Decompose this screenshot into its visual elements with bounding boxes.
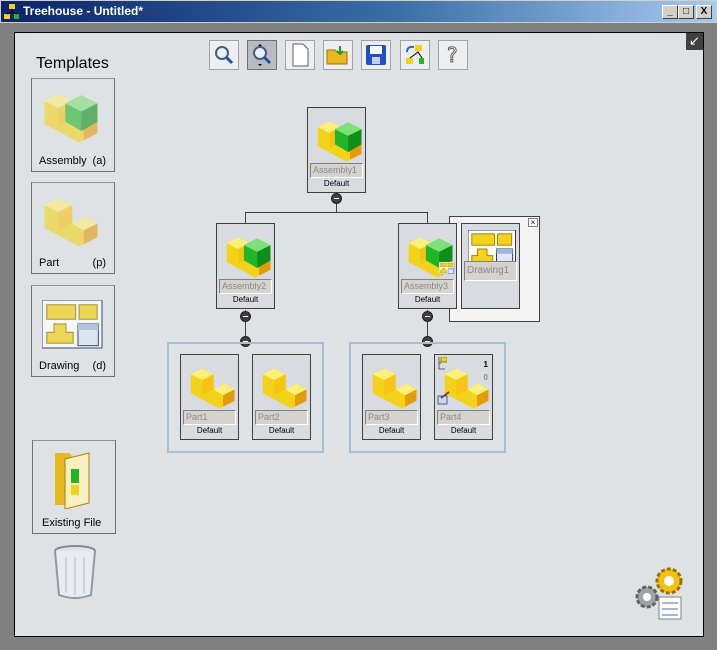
node-config[interactable]: Default — [232, 295, 259, 304]
templates-heading: Templates — [36, 55, 109, 72]
svg-text:?: ? — [447, 44, 458, 66]
new-button[interactable] — [285, 40, 315, 70]
assembly-icon — [223, 230, 273, 280]
node-part1[interactable]: Part1 Default — [180, 354, 239, 440]
node-name[interactable]: Assembly2 — [219, 279, 272, 294]
title-bar[interactable]: Treehouse - Untitled* _ □ X — [0, 0, 717, 23]
template-shortcut: (d) — [92, 360, 106, 372]
save-button[interactable] — [361, 40, 391, 70]
part-icon — [44, 198, 98, 247]
node-config[interactable]: Default — [450, 426, 477, 435]
edit-note-icon — [437, 391, 450, 405]
import-button[interactable] — [400, 40, 430, 70]
minimize-button[interactable]: _ — [662, 5, 678, 19]
template-part[interactable]: Part (p) — [31, 182, 115, 274]
node-config[interactable]: Default — [323, 179, 350, 188]
node-name[interactable]: Drawing1 — [464, 261, 517, 281]
node-config[interactable]: Default — [268, 426, 295, 435]
open-folder-icon — [326, 46, 348, 65]
node-name[interactable]: Part2 — [255, 410, 308, 425]
existing-file-button[interactable]: Existing File — [32, 440, 116, 534]
maximize-button[interactable]: □ — [678, 5, 694, 19]
template-drawing[interactable]: Drawing (d) — [31, 285, 115, 377]
magnifier-icon — [215, 46, 234, 65]
tree-connector — [427, 212, 428, 223]
reference-count-secondary: 0 — [483, 373, 488, 382]
close-button[interactable]: X — [696, 5, 712, 19]
node-drawing1[interactable]: Drawing1 — [461, 223, 520, 309]
settings-gears-icon[interactable] — [633, 565, 687, 621]
window-title: Treehouse - Untitled* — [23, 4, 144, 18]
node-part4[interactable]: 1 0 Part4 Default — [434, 354, 493, 440]
treehouse-app-icon — [4, 4, 19, 19]
tree-connector — [245, 310, 246, 342]
tree-link-icon — [438, 357, 447, 370]
existing-file-label: Existing File — [42, 517, 102, 529]
folder-icon — [55, 452, 90, 509]
node-config[interactable]: Default — [414, 295, 441, 304]
magnifier-pan-icon — [253, 44, 272, 66]
node-config[interactable]: Default — [196, 426, 223, 435]
reference-count: 1 — [483, 360, 488, 369]
node-name[interactable]: Part3 — [365, 410, 418, 425]
drawing-badge-icon — [439, 262, 455, 274]
collapse-toggle[interactable] — [422, 336, 433, 347]
node-name[interactable]: Part4 — [437, 410, 490, 425]
zoom-pan-button[interactable] — [247, 40, 277, 70]
template-label: Drawing — [39, 360, 80, 372]
collapse-toggle[interactable] — [240, 336, 251, 347]
node-assembly2[interactable]: Assembly2 Default — [216, 223, 275, 309]
template-label: Assembly — [39, 155, 87, 167]
new-document-icon — [292, 43, 309, 67]
open-button[interactable] — [323, 40, 353, 70]
part-icon — [190, 368, 235, 409]
node-name[interactable]: Assembly1 — [310, 163, 363, 178]
node-name[interactable]: Part1 — [183, 410, 236, 425]
collapse-toggle[interactable] — [240, 311, 251, 322]
node-part3[interactable]: Part3 Default — [362, 354, 421, 440]
part-icon — [262, 368, 307, 409]
close-drawing-panel-button[interactable]: × — [528, 218, 538, 227]
template-label: Part — [39, 257, 60, 269]
collapse-toggle[interactable] — [331, 193, 342, 204]
node-assembly1[interactable]: Assembly1 Default — [307, 107, 366, 193]
tree-connector — [245, 212, 428, 213]
drawing-icon — [42, 300, 103, 349]
help-icon: ? — [447, 44, 459, 66]
template-shortcut: (a) — [92, 155, 106, 167]
assembly-icon — [314, 114, 364, 164]
help-button[interactable]: ? — [438, 40, 468, 70]
assembly-icon — [40, 85, 100, 145]
template-shortcut: (p) — [92, 257, 106, 269]
trash-icon[interactable] — [52, 545, 98, 601]
collapse-toggle[interactable] — [422, 311, 433, 322]
node-assembly3[interactable]: Assembly3 Default — [398, 223, 457, 309]
save-disk-icon — [366, 45, 386, 65]
part-icon — [372, 368, 417, 409]
tree-connector — [427, 310, 428, 342]
zoom-fit-button[interactable] — [209, 40, 239, 70]
node-config[interactable]: Default — [378, 426, 405, 435]
part-group — [349, 342, 506, 453]
import-tree-icon — [406, 45, 424, 64]
node-name[interactable]: Assembly3 — [401, 279, 454, 294]
tree-connector — [245, 212, 246, 223]
part-group — [167, 342, 324, 453]
node-part2[interactable]: Part2 Default — [252, 354, 311, 440]
collapse-panel-icon[interactable]: ↙ — [686, 33, 703, 50]
template-assembly[interactable]: Assembly (a) — [31, 78, 115, 172]
